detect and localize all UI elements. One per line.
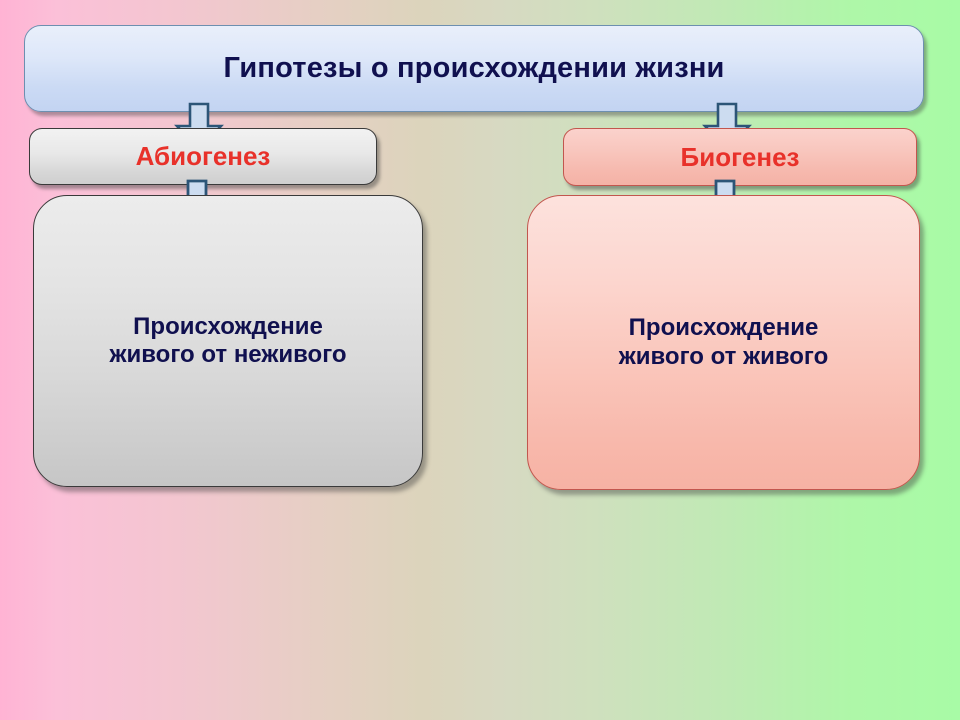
biogenez-label: Биогенез	[680, 141, 800, 172]
biogenez-body-line-1: Происхождение	[628, 314, 819, 342]
title-box: Гипотезы о происхождении жизни	[24, 25, 924, 112]
biogenez-body-box: Происхождение живого от живого	[527, 195, 920, 490]
abiogenez-body-text: Происхождение живого от неживого	[109, 313, 346, 370]
abiogenez-body-line-1: Происхождение	[133, 312, 323, 340]
abiogenez-body-box: Происхождение живого от неживого	[33, 195, 423, 487]
page-title: Гипотезы о происхождении жизни	[223, 52, 725, 85]
biogenez-body-line-2: живого от живого	[618, 342, 829, 370]
abiogenez-label: Абиогенез	[135, 141, 271, 172]
abiogenez-body-line-2: живого от неживого	[109, 341, 347, 368]
abiogenez-box: Абиогенез	[29, 128, 377, 185]
biogenez-box: Биогенез	[563, 128, 917, 186]
biogenez-body-text: Происхождение живого от живого	[619, 314, 829, 371]
